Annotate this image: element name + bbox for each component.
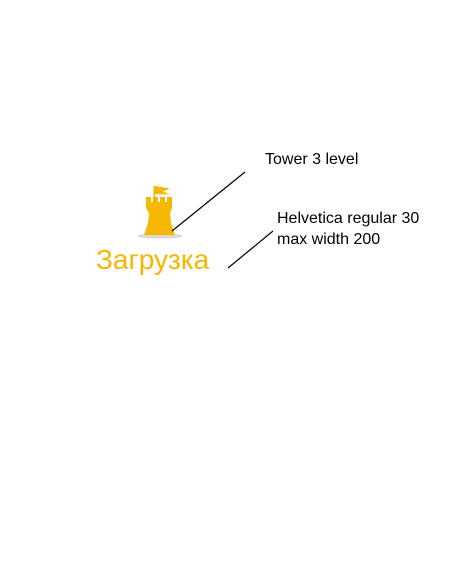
tower-icon [137,186,183,239]
tower-note: Tower 3 level [265,151,359,168]
tower-leader-line [171,171,246,232]
font-leader-line [227,230,274,269]
loading-label: Загрузка [96,244,210,275]
font-note-line-1: Helvetica regular 30 [277,210,420,227]
font-note: Helvetica regular 30 max width 200 [277,208,419,250]
font-note-line-2: max width 200 [277,231,381,248]
